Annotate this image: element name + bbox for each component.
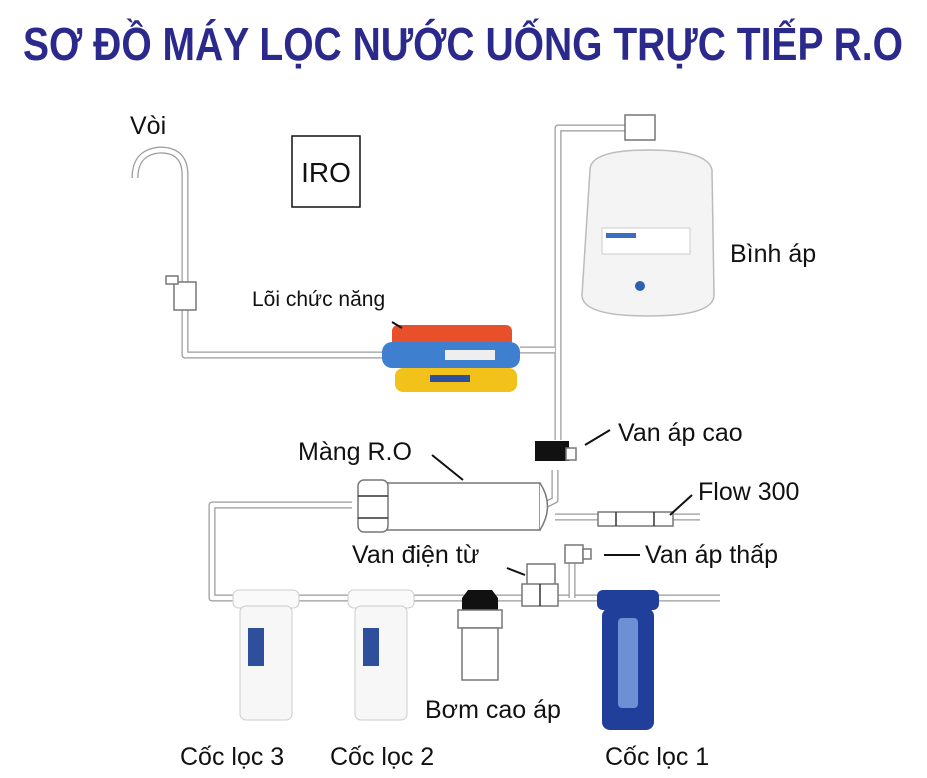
- faucet-valve: [173, 281, 197, 311]
- flow-restrictor-label: Flow 300: [698, 478, 799, 506]
- filter-1-label: Cốc lọc 1: [605, 743, 709, 771]
- high-pressure-switch: [535, 441, 577, 461]
- solenoid-valve: [521, 563, 559, 607]
- low-pressure-switch-label: Van áp thấp: [645, 541, 778, 569]
- ro-membrane: [357, 479, 549, 533]
- booster-pump-label: Bơm cao áp: [425, 696, 561, 724]
- filter-cup-2: [347, 589, 415, 721]
- faucet-label: Vòi: [130, 112, 166, 140]
- svg-text:IRO: IRO: [301, 157, 351, 188]
- filter-3-label: Cốc lọc 3: [180, 743, 284, 771]
- filter-cup-1: [597, 590, 659, 730]
- function-filters: [382, 325, 520, 392]
- ro-membrane-label: Màng R.O: [298, 438, 412, 466]
- tank-label: Bình áp: [730, 240, 816, 268]
- booster-pump: [457, 590, 503, 681]
- low-pressure-switch: [564, 544, 592, 564]
- function-filters-label: Lõi chức năng: [252, 288, 385, 311]
- diagram-title: SƠ ĐỒ MÁY LỌC NƯỚC UỐNG TRỰC TIẾP R.O: [23, 18, 903, 70]
- high-pressure-switch-label: Van áp cao: [618, 419, 743, 447]
- pressure-tank: [581, 114, 715, 317]
- faucet-handle: [165, 275, 179, 285]
- flow-restrictor: [597, 511, 674, 527]
- solenoid-valve-label: Van điện từ: [352, 541, 479, 569]
- filter-2-label: Cốc lọc 2: [330, 743, 434, 771]
- filter-cup-3: [232, 589, 300, 721]
- iro-logo: IRO: [291, 135, 361, 208]
